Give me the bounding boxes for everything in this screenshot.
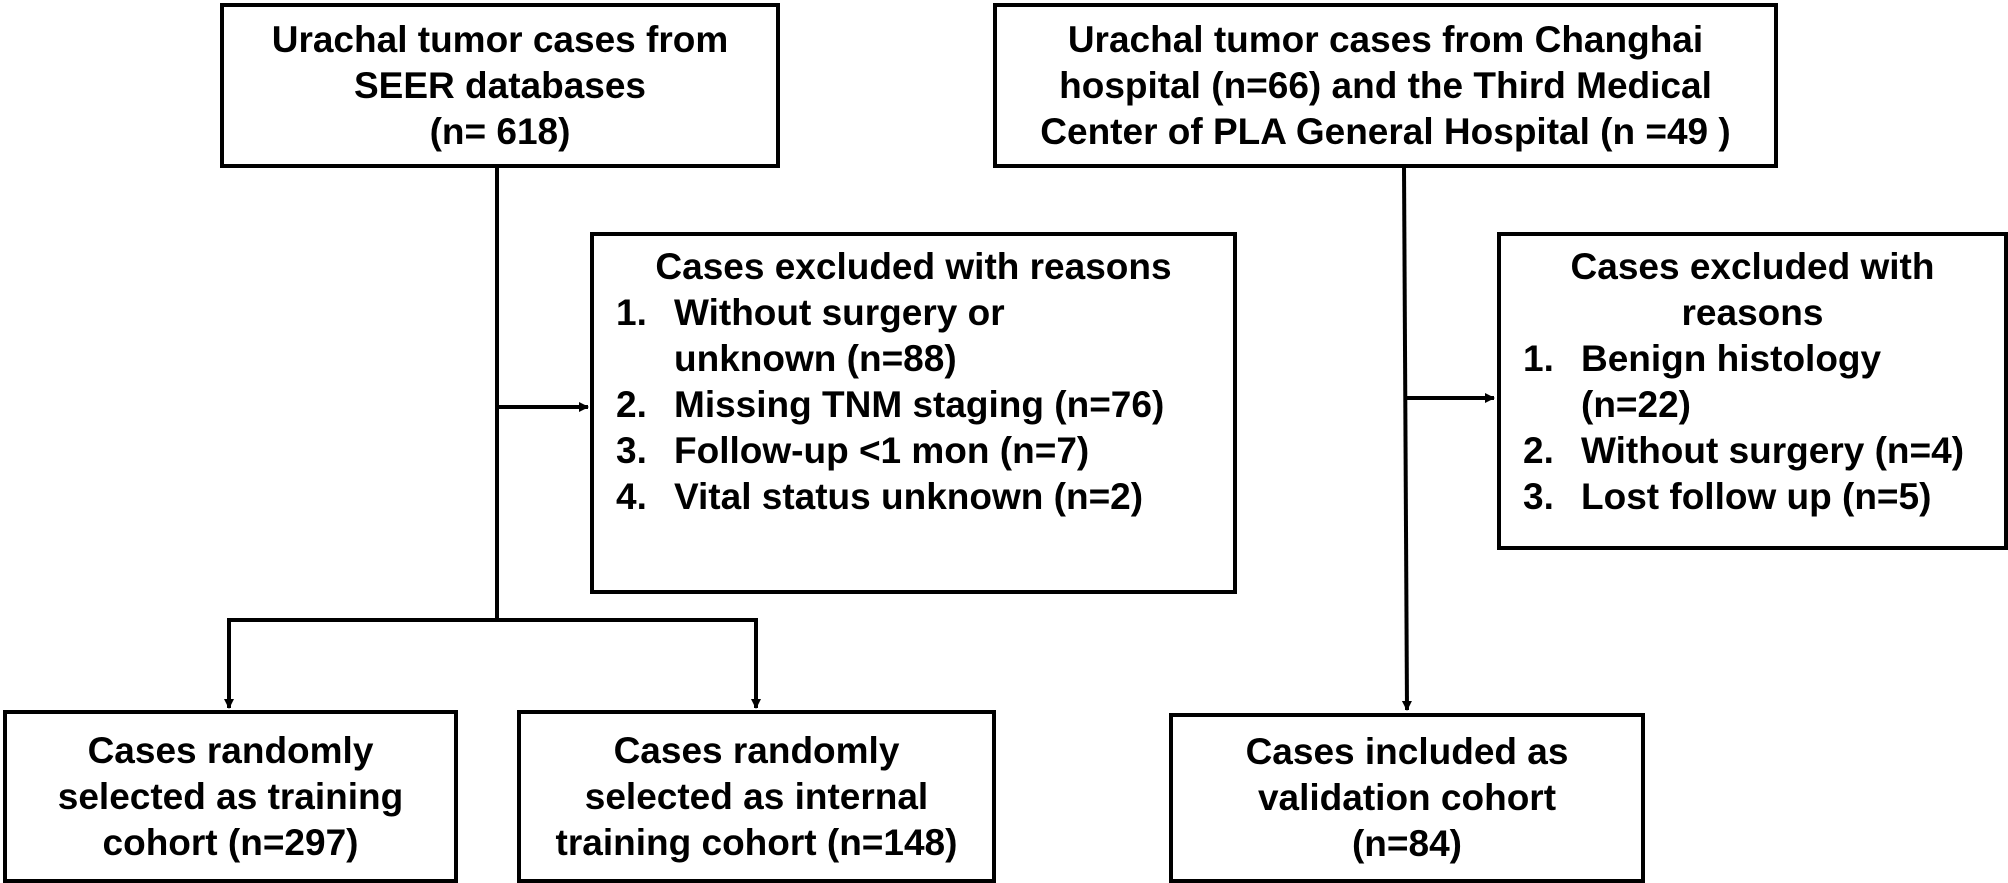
hospital-exclusion-item-text: Benign histology — [1581, 338, 1882, 379]
hospital-source-line-1: Urachal tumor cases from Changhai — [1067, 18, 1704, 60]
hospital-exclusion-item-number: 3. — [1523, 476, 1554, 517]
seer-source-line-3: (n= 618) — [429, 110, 571, 152]
seer-exclusion-item: 3. Follow-up <1 mon (n=7) — [602, 428, 1225, 474]
validation-cohort-box: Cases included as validation cohort (n=8… — [1169, 713, 1645, 883]
hospital-source-line-3: Center of PLA General Hospital (n =49 ) — [1040, 110, 1731, 152]
internal-training-cohort-line-3: training cohort (n=148) — [555, 821, 958, 863]
seer-exclusion-item-text: unknown (n=88) — [674, 338, 957, 379]
seer-exclusion-box: Cases excluded with reasons 1. Without s… — [590, 232, 1237, 594]
training-cohort-line-1: Cases randomly — [87, 729, 374, 771]
seer-exclusion-item-text: Missing TNM staging (n=76) — [674, 384, 1165, 425]
hospital-source-line-2: hospital (n=66) and the Third Medical — [1059, 64, 1712, 106]
hospital-exclusion-title-line-2: reasons — [1681, 292, 1824, 333]
validation-cohort-line-1: Cases included as — [1245, 731, 1569, 772]
seer-exclusion-title: Cases excluded with reasons — [655, 246, 1172, 287]
hospital-trunk-arrow — [1401, 166, 1412, 711]
hospital-source-box: Urachal tumor cases from Changhai hospit… — [993, 3, 1778, 168]
seer-source-line-2: SEER databases — [353, 64, 647, 106]
hospital-exclusion-item: 3. Lost follow up (n=5) — [1509, 474, 1996, 520]
seer-exclusion-list: 1. Without surgery or unknown (n=88) 2. … — [602, 290, 1225, 520]
training-cohort-box: Cases randomly selected as training coho… — [3, 710, 458, 883]
hospital-exclusion-box: Cases excluded with reasons 1. Benign hi… — [1497, 232, 2008, 550]
seer-exclusion-item-number: 3. — [616, 430, 647, 471]
seer-exclusion-item-text: Vital status unknown (n=2) — [674, 476, 1144, 517]
validation-cohort-line-2: validation cohort — [1257, 777, 1557, 818]
hospital-exclusion-list: 1. Benign histology (n=22) 2. Without su… — [1509, 336, 1996, 520]
hospital-exclusion-item: 1. Benign histology (n=22) — [1509, 336, 1996, 428]
validation-cohort-line-3: (n=84) — [1351, 823, 1462, 864]
seer-source-box: Urachal tumor cases from SEER databases … — [220, 3, 780, 168]
internal-training-cohort-line-2: selected as internal — [584, 775, 929, 817]
hospital-exclusion-item-text: Lost follow up (n=5) — [1581, 476, 1932, 517]
seer-exclusion-item: 4. Vital status unknown (n=2) — [602, 474, 1225, 520]
seer-exclusion-item-number: 2. — [616, 384, 647, 425]
hospital-exclusion-title-line-1: Cases excluded with — [1570, 246, 1935, 287]
hospital-exclusion-item-text: Without surgery (n=4) — [1581, 430, 1965, 471]
internal-training-cohort-box: Cases randomly selected as internal trai… — [517, 710, 996, 883]
seer-exclusion-item-text: Without surgery or — [674, 292, 1005, 333]
internal-training-cohort-line-1: Cases randomly — [613, 729, 900, 771]
hospital-exclusion-item: 2. Without surgery (n=4) — [1509, 428, 1996, 474]
seer-exclusion-item-number: 1. — [616, 292, 647, 333]
training-cohort-line-2: selected as training — [57, 775, 404, 817]
seer-exclusion-item: 2. Missing TNM staging (n=76) — [602, 382, 1225, 428]
hospital-exclusion-item-number: 2. — [1523, 430, 1554, 471]
hospital-exclusion-item-number: 1. — [1523, 338, 1554, 379]
training-cohort-line-3: cohort (n=297) — [102, 821, 359, 863]
seer-exclusion-item: 1. Without surgery or unknown (n=88) — [602, 290, 1225, 382]
seer-source-line-1: Urachal tumor cases from — [271, 18, 729, 60]
seer-exclusion-item-number: 4. — [616, 476, 647, 517]
seer-exclusion-item-text: Follow-up <1 mon (n=7) — [674, 430, 1090, 471]
hospital-exclusion-item-text: (n=22) — [1581, 384, 1692, 425]
